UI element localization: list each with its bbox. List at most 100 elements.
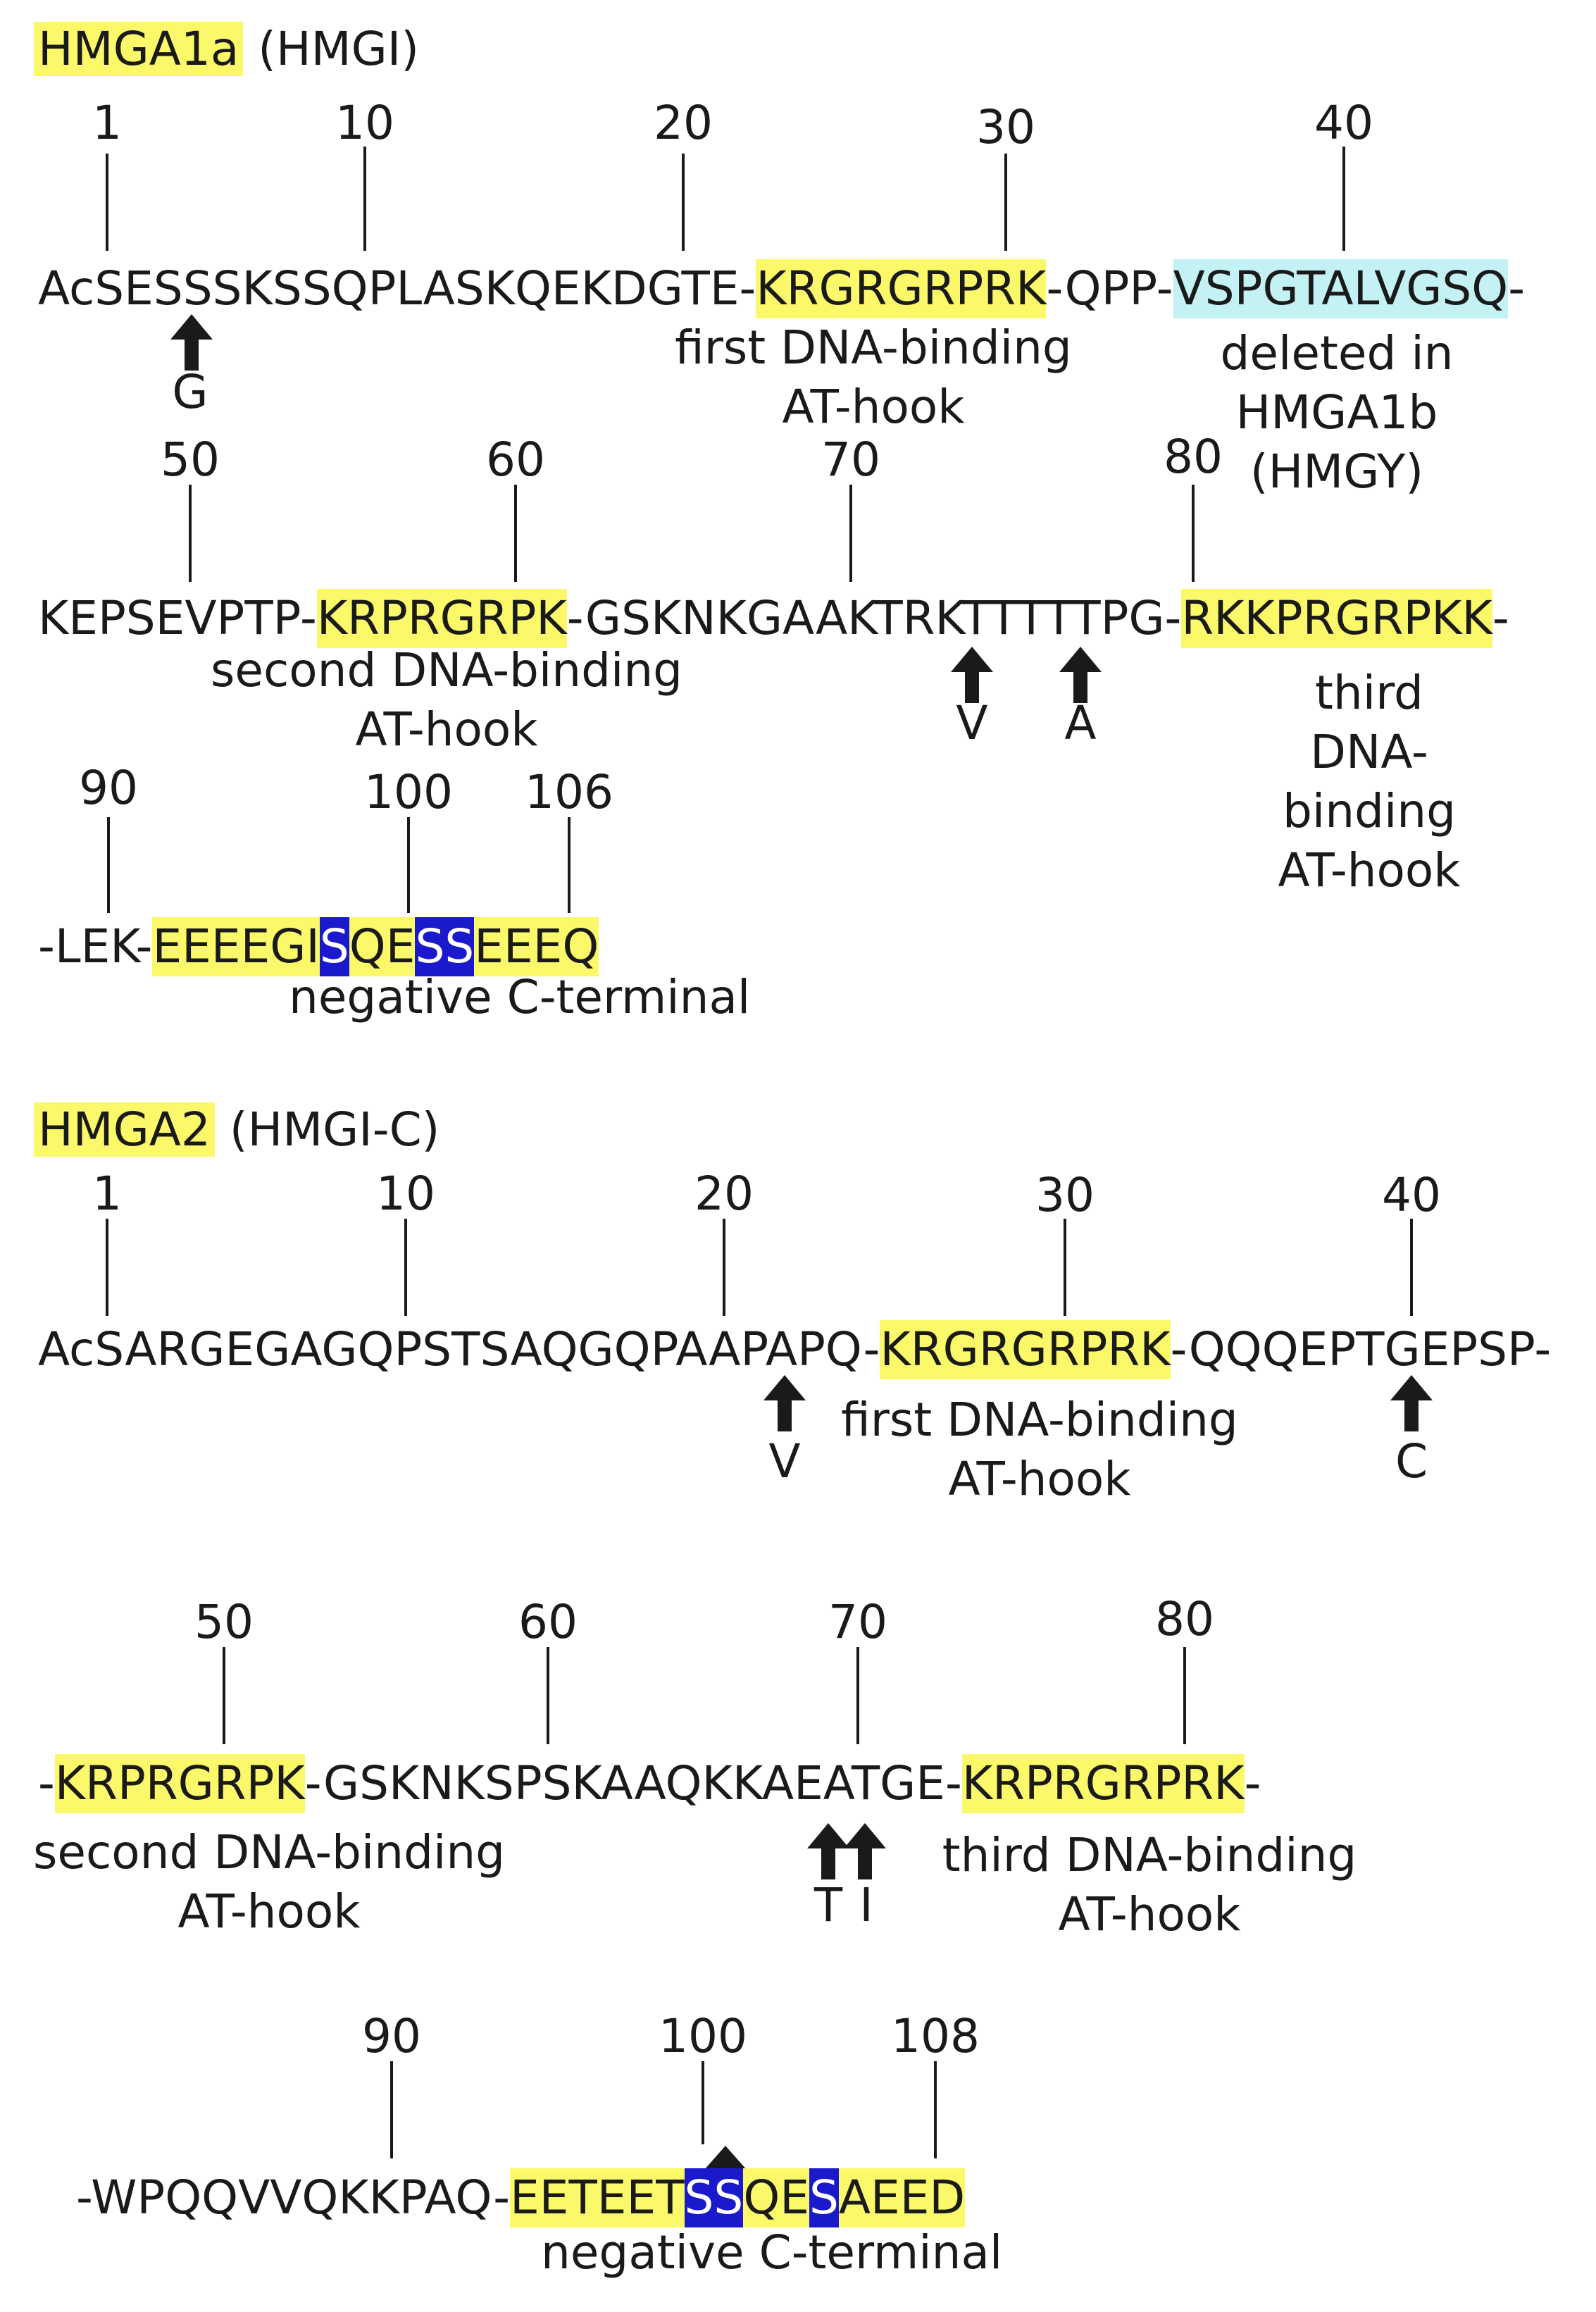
phospho-site: SS xyxy=(415,917,475,976)
hmga2-tick-60: 60 xyxy=(518,1595,578,1649)
hmga2-tick-80: 80 xyxy=(1155,1592,1214,1646)
hmga2-tickline-30 xyxy=(1064,1219,1066,1316)
hmga2-mutation-t: T xyxy=(813,1878,843,1932)
hmga1b-deleted-region: VSPGTALVGSQ xyxy=(1173,259,1509,318)
hmga2-sequence-line-1: AcSARGEGAGQPSTSAQGQPAAPAPQ-KRGRGRPRK-QQQ… xyxy=(38,1320,1551,1379)
hmga1-tick-1: 1 xyxy=(92,96,122,150)
phospho-site: SS xyxy=(684,2168,744,2227)
hmga2-tickline-90 xyxy=(390,2061,393,2158)
hmga2-mutation-c: C xyxy=(1395,1434,1428,1488)
hmga1-tick-10: 10 xyxy=(335,96,394,150)
hmga2-tickline-60 xyxy=(547,1647,549,1744)
hmga1-tick-106: 106 xyxy=(525,765,613,819)
seq-segment: KEPSEVPTP- xyxy=(38,591,317,645)
hmga1-tickline-70 xyxy=(849,485,852,582)
seq-segment: - xyxy=(1492,591,1509,645)
hmga1-tick-60: 60 xyxy=(486,433,545,487)
mutation-arrow-icon xyxy=(844,1823,886,1879)
hmga1-tickline-80 xyxy=(1192,485,1195,582)
hmga1-tickline-1 xyxy=(106,154,108,251)
hmga2-tick-30: 30 xyxy=(1035,1168,1095,1222)
hmga1-tick-90: 90 xyxy=(79,761,138,815)
hmga1-tick-30: 30 xyxy=(976,100,1035,154)
seq-segment: - xyxy=(1508,261,1526,316)
hmga2-tickline-80 xyxy=(1183,1647,1186,1744)
seq-segment: -GSKNKSPSKAAQKKAEATGE- xyxy=(304,1756,962,1810)
acidic-tail: EETEET xyxy=(510,2168,685,2227)
hmga1-title: HMGA1a (HMGI) xyxy=(34,20,419,79)
hmga2-tick-20: 20 xyxy=(694,1167,754,1221)
acidic-tail: QE xyxy=(349,917,416,976)
acidic-tail: AEED xyxy=(838,2168,966,2227)
hmga2-caption-c-terminal: negative C-terminal xyxy=(541,2225,1003,2280)
at-hook-1: KRGRGRPRK xyxy=(880,1320,1171,1379)
hmga2-caption-second-at-hook: second DNA-binding AT-hook xyxy=(32,1825,506,1939)
seq-segment: -LEK- xyxy=(38,919,153,974)
at-hook-2: KRPRGRPK xyxy=(54,1754,305,1813)
hmga2-tickline-70 xyxy=(856,1647,859,1744)
hmga1-caption-first-at-hook: first DNA-binding AT-hook xyxy=(675,321,1072,434)
hmga2-tick-90: 90 xyxy=(362,2009,421,2063)
seq-segment: AcSESSSKSSQPLASKQEKDGTE- xyxy=(38,261,756,316)
hmga2-name: HMGA2 xyxy=(34,1102,215,1157)
hmga1-sequence-line-2: KEPSEVPTP-KRPRGRPK-GSKNKGAAKTRKTTTTTPG-R… xyxy=(38,589,1509,648)
hmga1-caption-third-at-hook: third DNA-binding AT-hook xyxy=(1278,666,1461,897)
hmga1-name: HMGA1a xyxy=(34,22,244,76)
hmga2-tick-40: 40 xyxy=(1382,1168,1441,1222)
hmga1-tickline-30 xyxy=(1004,154,1007,251)
hmga2-tickline-100 xyxy=(702,2061,704,2144)
hmga1-tickline-106 xyxy=(568,817,571,913)
mutation-arrow-icon xyxy=(170,314,213,371)
seq-segment: -WPQQVVQKKPAQ- xyxy=(76,2170,511,2225)
hmga2-tickline-108 xyxy=(934,2061,937,2158)
hmga2-tick-108: 108 xyxy=(891,2009,980,2063)
hmga1-sequence-line-1: AcSESSSKSSQPLASKQEKDGTE-KRGRGRPRK-QPP-VS… xyxy=(38,259,1525,318)
hmga1-tickline-50 xyxy=(189,485,192,582)
seq-segment: - xyxy=(1244,1756,1261,1810)
acidic-tail: EEEEGI xyxy=(152,917,320,976)
hmga2-tickline-10 xyxy=(404,1219,407,1316)
at-hook-1: KRGRGRPRK xyxy=(756,259,1047,318)
seq-segment: -QPP- xyxy=(1046,261,1173,316)
hmga1-tick-50: 50 xyxy=(161,433,220,487)
hmga1-caption-second-at-hook: second DNA-binding AT-hook xyxy=(210,643,683,757)
hmga1-tickline-90 xyxy=(107,817,110,913)
hmga1-caption-c-terminal: negative C-terminal xyxy=(289,970,751,1024)
hmga1-tick-100: 100 xyxy=(364,765,453,819)
at-hook-3: KRPRGRPRK xyxy=(961,1754,1245,1813)
hmga1-tickline-20 xyxy=(682,154,685,251)
hmga1-mutation-g: G xyxy=(172,365,208,419)
seq-segment: - xyxy=(38,1756,55,1810)
hmga2-title: HMGA2 (HMGI-C) xyxy=(34,1100,439,1160)
hmga2-tickline-20 xyxy=(723,1219,725,1316)
hmga2-tickline-40 xyxy=(1410,1219,1413,1316)
hmga2-tick-1: 1 xyxy=(92,1167,122,1221)
hmga1-tickline-60 xyxy=(514,485,517,582)
at-hook-3: RKKPRGRPKK xyxy=(1181,589,1492,648)
hmga2-tick-10: 10 xyxy=(376,1167,435,1221)
phospho-site: S xyxy=(809,2168,839,2227)
hmga1-tick-40: 40 xyxy=(1314,96,1373,150)
hmga1-tick-20: 20 xyxy=(654,96,713,150)
hmga2-sequence-line-2: -KRPRGRPK-GSKNKSPSKAAQKKAEATGE-KRPRGRPRK… xyxy=(38,1754,1261,1813)
mutation-arrow-icon xyxy=(1059,647,1102,703)
phospho-pointer-icon xyxy=(704,2146,747,2170)
hmga1-tickline-100 xyxy=(407,817,410,913)
mutation-arrow-icon xyxy=(763,1375,806,1431)
seq-segment: -GSKNKGAAKTRKTTTTTPG- xyxy=(566,591,1182,645)
hmga1-tick-70: 70 xyxy=(821,433,880,487)
hmga2-caption-third-at-hook: third DNA-binding AT-hook xyxy=(942,1828,1357,1941)
phospho-site: S xyxy=(319,917,349,976)
hmga1-alias: (HMGI) xyxy=(258,22,419,76)
hmga2-tick-50: 50 xyxy=(194,1595,254,1649)
hmga2-sequence-line-3: -WPQQVVQKKPAQ-EETEETSSQESAEED xyxy=(76,2168,966,2227)
hmga1-tickline-10 xyxy=(363,147,366,251)
hmga1-mutation-a: A xyxy=(1064,696,1097,750)
hmga2-mutation-i: I xyxy=(859,1878,873,1932)
hmga1-sequence-line-3: -LEK-EEEEGISQESSEEEQ xyxy=(38,917,599,976)
hmga2-tick-70: 70 xyxy=(828,1595,887,1649)
mutation-arrow-icon xyxy=(807,1823,849,1879)
hmga2-tickline-50 xyxy=(223,1647,225,1744)
seq-segment: -QQQEPTGEPSP- xyxy=(1170,1322,1552,1376)
